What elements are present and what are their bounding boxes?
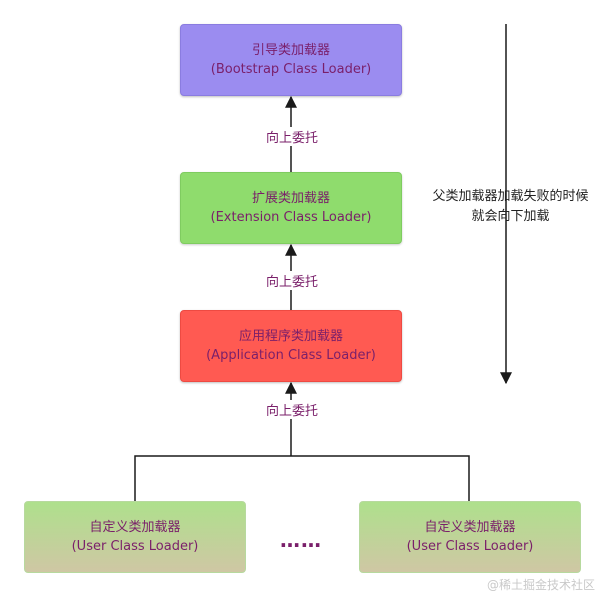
ellipsis: ……	[280, 528, 322, 552]
user-class-loader-node-1: 自定义类加载器 (User Class Loader)	[24, 501, 246, 573]
note-line-2: 就会向下加载	[471, 209, 550, 224]
user-class-loader-node-2: 自定义类加载器 (User Class Loader)	[359, 501, 581, 573]
node-name: 引导类加载器	[251, 43, 330, 58]
edge-label-user-to-app: 向上委托	[264, 400, 321, 419]
node-english-name: (Bootstrap Class Loader)	[210, 62, 372, 77]
application-class-loader-node: 应用程序类加载器 (Application Class Loader)	[180, 310, 402, 382]
node-english-name: (User Class Loader)	[71, 539, 199, 554]
extension-class-loader-node: 扩展类加载器 (Extension Class Loader)	[180, 172, 402, 244]
node-name: 应用程序类加载器	[238, 329, 343, 344]
edge-label-ext-to-boot: 向上委托	[264, 127, 321, 146]
node-name: 自定义类加载器	[89, 520, 181, 535]
node-english-name: (Extension Class Loader)	[210, 210, 372, 225]
bootstrap-class-loader-node: 引导类加载器 (Bootstrap Class Loader)	[180, 24, 402, 96]
node-english-name: (Application Class Loader)	[206, 348, 376, 363]
branch-connector	[134, 455, 470, 501]
edge-label-app-to-ext: 向上委托	[264, 271, 321, 290]
watermark: @稀土掘金技术社区	[487, 578, 596, 592]
node-name: 自定义类加载器	[424, 520, 516, 535]
node-english-name: (User Class Loader)	[406, 539, 534, 554]
downward-loading-note: 父类加载器加载失败的时候 就会向下加载	[428, 187, 593, 227]
note-line-1: 父类加载器加载失败的时候	[432, 189, 589, 204]
node-name: 扩展类加载器	[251, 191, 330, 206]
